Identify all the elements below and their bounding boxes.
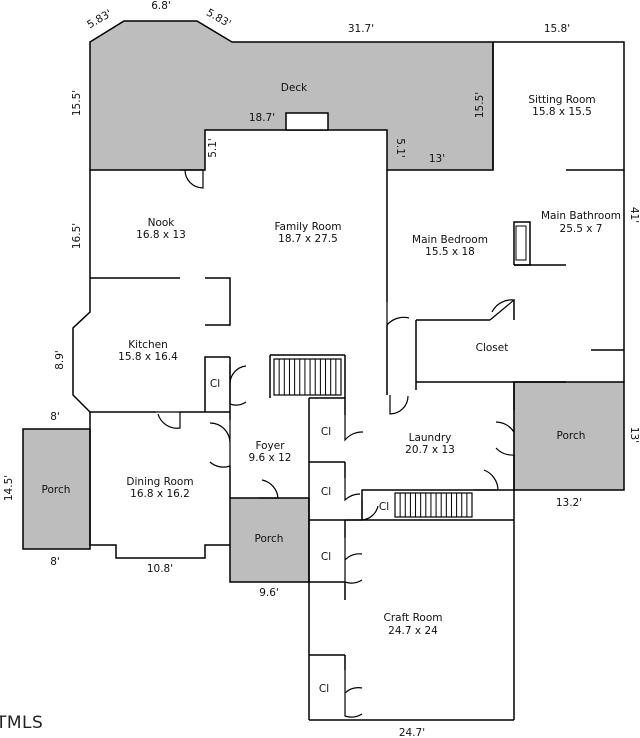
dim-132: 13.2' — [556, 497, 582, 509]
stair-treads-main — [278, 359, 337, 395]
size-sitting-room: 15.8 x 15.5 — [532, 106, 592, 118]
label-family-room: Family Room — [274, 221, 341, 233]
closet-labels: Cl Cl Cl Cl Cl Cl — [210, 378, 389, 695]
bathtub — [515, 225, 527, 261]
label-main-bedroom: Main Bedroom — [412, 234, 488, 246]
size-dining-room: 16.8 x 16.2 — [130, 488, 190, 500]
tmls-logo: TMLS — [0, 713, 43, 733]
dim-68: 6.8' — [151, 0, 171, 12]
dim-158: 15.8' — [544, 23, 570, 35]
dim-165: 16.5' — [71, 223, 83, 249]
porch-center-area — [229, 497, 310, 583]
fireplace — [285, 112, 329, 131]
porch-right-area — [513, 381, 625, 491]
dim-96: 9.6' — [259, 587, 279, 599]
label-deck: Deck — [281, 82, 308, 94]
dim-89: 8.9' — [54, 350, 66, 370]
dim-583-right: 5.83' — [204, 7, 233, 31]
dim-8-bottom: 8' — [50, 556, 60, 568]
dim-155-sitting: 15.5' — [474, 92, 486, 118]
stair-treads-laundry — [399, 493, 468, 517]
label-foyer: Foyer — [255, 440, 285, 452]
size-family-room: 18.7 x 27.5 — [278, 233, 338, 245]
label-porch-center: Porch — [255, 533, 284, 545]
dim-51-left: 5.1' — [207, 138, 219, 158]
closet-label-craft: Cl — [319, 683, 329, 695]
label-dining-room: Dining Room — [126, 476, 193, 488]
closet-label-kitchen: Cl — [210, 378, 220, 390]
dim-13-right: 13' — [628, 427, 640, 443]
size-craft-room: 24.7 x 24 — [388, 625, 438, 637]
label-porch-right: Porch — [557, 430, 586, 442]
label-closet: Closet — [476, 342, 509, 354]
room-labels: Deck Sitting Room 15.8 x 15.5 Nook 16.8 … — [42, 82, 621, 637]
size-laundry: 20.7 x 13 — [405, 444, 455, 456]
doors — [156, 169, 516, 718]
label-laundry: Laundry — [409, 432, 452, 444]
deck-area — [89, 20, 494, 171]
size-foyer: 9.6 x 12 — [249, 452, 292, 464]
label-craft-room: Craft Room — [384, 612, 443, 624]
closet-label-lower: Cl — [321, 551, 331, 563]
label-sitting-room: Sitting Room — [528, 94, 595, 106]
porch-left-area — [22, 428, 91, 550]
dim-51-right: 5.1' — [394, 138, 406, 158]
label-kitchen: Kitchen — [128, 339, 167, 351]
dim-583-left: 5.83' — [85, 8, 114, 32]
dim-317: 31.7' — [348, 23, 374, 35]
exterior-walls — [72, 41, 625, 721]
size-nook: 16.8 x 13 — [136, 229, 186, 241]
size-kitchen: 15.8 x 16.4 — [118, 351, 178, 363]
stairs-main — [273, 358, 342, 396]
closet-label-middle: Cl — [321, 486, 331, 498]
dim-8-top: 8' — [50, 411, 60, 423]
label-nook: Nook — [148, 217, 176, 229]
dim-41: 41' — [628, 207, 640, 223]
interior-walls — [90, 170, 624, 670]
label-porch-left: Porch — [42, 484, 71, 496]
size-main-bedroom: 15.5 x 18 — [425, 246, 475, 258]
dim-155-left: 15.5' — [71, 90, 83, 116]
stairs-laundry — [394, 492, 473, 518]
closet-label-laundry: Cl — [379, 501, 389, 513]
dim-145: 14.5' — [3, 475, 15, 501]
dim-247: 24.7' — [399, 727, 425, 738]
dim-13-deck: 13' — [429, 153, 445, 165]
size-main-bathroom: 25.5 x 7 — [560, 223, 603, 235]
closet-label-upper: Cl — [321, 426, 331, 438]
dim-187: 18.7' — [249, 112, 275, 124]
dim-108: 10.8' — [147, 563, 173, 575]
label-main-bathroom: Main Bathroom — [541, 210, 621, 222]
